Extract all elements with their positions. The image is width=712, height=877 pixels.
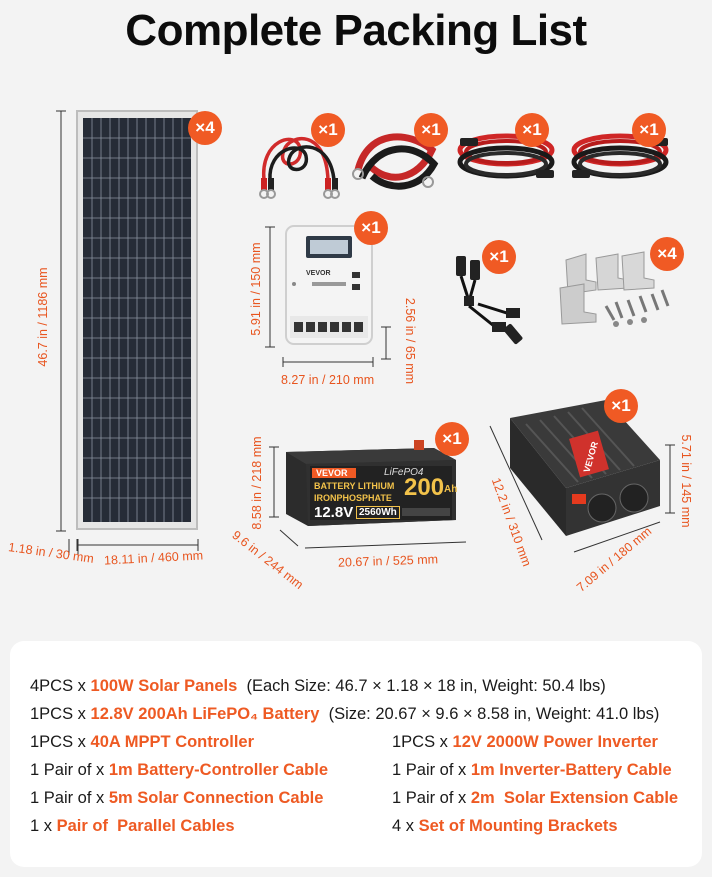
battery-voltage-text: 12.8V <box>314 504 354 521</box>
controller-depth-label: 2.56 in / 65 mm <box>403 297 417 385</box>
mounting-brackets-image <box>559 251 670 327</box>
battery-brand-text: VEVOR <box>316 468 348 478</box>
parallel-cables-image <box>456 256 523 345</box>
inverter-quantity-badge: ×1 <box>604 389 638 423</box>
list-item: 1PCS x 40A MPPT Controller <box>30 733 255 751</box>
panel-height-dimension-line <box>56 110 66 532</box>
battery-capacity-text: 200 <box>404 474 445 501</box>
panel-width-dimension-line <box>76 539 199 551</box>
battery-energy-text: 2560Wh <box>356 506 400 519</box>
controller-height-label: 5.91 in / 150 mm <box>249 242 263 336</box>
packing-list-panel: 4PCS x 100W Solar Panels (Each Size: 46.… <box>10 641 702 867</box>
controller-width-dimension-line <box>282 357 374 367</box>
cable4-quantity-badge: ×1 <box>632 113 666 147</box>
solar-panel-image <box>76 110 198 530</box>
power-inverter-image <box>510 400 660 536</box>
panels-quantity-badge: ×4 <box>188 111 222 145</box>
list-item: 1 Pair of x 1m Inverter-Battery Cable <box>392 761 672 779</box>
battery-width-dimension-line <box>304 541 467 549</box>
battery-unit-text: Ah <box>444 484 458 495</box>
battery-height-label: 8.58 in / 218 mm <box>250 436 264 530</box>
battery-line2-text: IRONPHOSPHATE <box>314 493 392 503</box>
brackets-quantity-badge: ×4 <box>650 237 684 271</box>
battery-controller-cable-image <box>259 137 340 199</box>
inverter-length-dimension-line <box>489 425 543 541</box>
battery-height-dimension-line <box>269 446 279 518</box>
list-item: 1 x Pair of Parallel Cables <box>30 817 235 835</box>
solar-connection-cable-image <box>457 133 555 179</box>
controller-height-dimension-line <box>265 226 275 348</box>
inverter-width-dimension-line <box>573 521 661 553</box>
list-item: 1 Pair of x 2m Solar Extension Cable <box>392 789 679 807</box>
list-item: 1 Pair of x 1m Battery-Controller Cable <box>30 761 329 779</box>
controller-depth-dimension-line <box>381 326 391 360</box>
cable1-quantity-badge: ×1 <box>311 113 345 147</box>
controller-quantity-badge: ×1 <box>354 211 388 245</box>
lifepo4-battery-image <box>286 440 456 526</box>
list-item: 4PCS x 100W Solar Panels (Each Size: 46.… <box>30 677 606 695</box>
battery-depth-dimension-line <box>279 529 299 547</box>
inverter-battery-cable-image <box>352 133 439 190</box>
mppt-controller-image <box>285 225 373 345</box>
parallel-cables-quantity-badge: ×1 <box>482 240 516 274</box>
battery-quantity-badge: ×1 <box>435 422 469 456</box>
panel-thickness-dimension-line <box>68 539 79 555</box>
list-item: 1PCS x 12.8V 200Ah LiFePO₄ Battery (Size… <box>30 705 660 723</box>
battery-line1-text: BATTERY LITHIUM <box>314 481 395 491</box>
inverter-height-dimension-line <box>665 444 675 514</box>
inverter-height-label: 5.71 in / 145 mm <box>679 434 693 528</box>
controller-width-label: 8.27 in / 210 mm <box>281 373 375 387</box>
battery-chem-text: LiFePO4 <box>384 467 424 478</box>
cable3-quantity-badge: ×1 <box>515 113 549 147</box>
controller-brand-text: VEVOR <box>306 270 331 277</box>
page-title: Complete Packing List <box>125 6 587 55</box>
battery-width-label: 20.67 in / 525 mm <box>337 552 439 570</box>
list-item: 1 Pair of x 5m Solar Connection Cable <box>30 789 324 807</box>
list-item: 1PCS x 12V 2000W Power Inverter <box>392 733 658 751</box>
panel-height-label: 46.7 in / 1186 mm <box>36 267 50 367</box>
list-item: 4 x Set of Mounting Brackets <box>392 817 618 835</box>
cable2-quantity-badge: ×1 <box>414 113 448 147</box>
